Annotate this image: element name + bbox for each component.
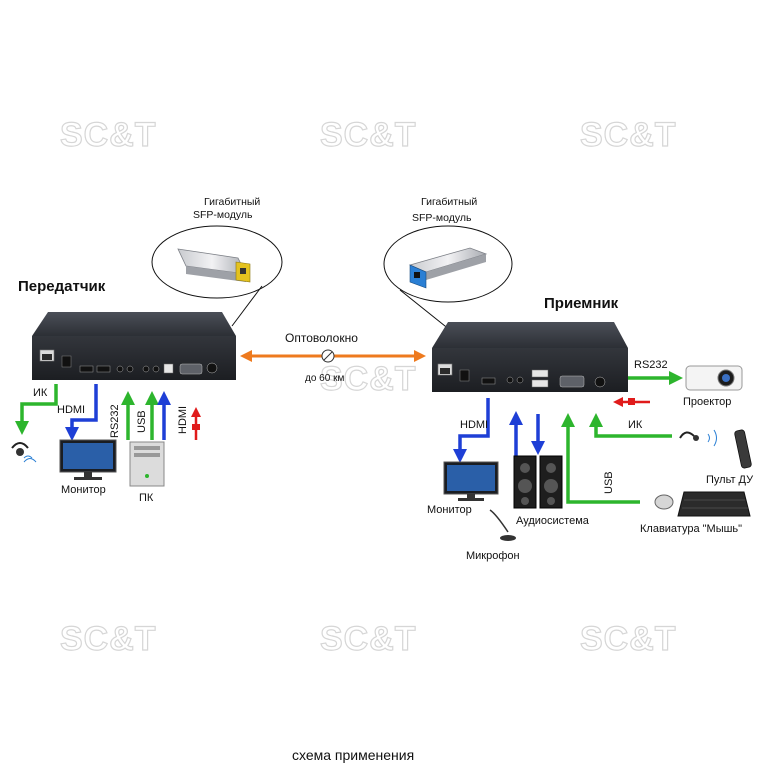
tx-red-plug-icon — [192, 424, 200, 430]
watermarks: SC&T SC&T SC&T SC&T SC&T SC&T SC&T — [59, 115, 677, 658]
remote-label: Пульт ДУ — [706, 474, 754, 486]
rx-monitor: Монитор — [427, 461, 499, 516]
rx-hdmi-port — [481, 377, 496, 385]
speakers: Аудиосистема — [513, 455, 590, 527]
tx-hdmi-in-label: HDMI — [177, 406, 189, 434]
watermark-text: SC&T — [580, 620, 677, 658]
rx-audio-jack — [516, 376, 524, 384]
transmitter-device — [32, 312, 236, 380]
tx-rs232-port — [179, 363, 203, 375]
tx-hdmi-port — [96, 365, 111, 373]
tx-hdmi-out-label: HDMI — [57, 404, 85, 416]
sfp-module-left: Гигабитный SFP-модуль — [151, 196, 283, 327]
tx-audio-jack — [142, 365, 150, 373]
projector: Проектор — [683, 365, 743, 408]
rx-usb-port — [531, 379, 549, 388]
tx-rs232-label: RS232 — [109, 404, 121, 438]
sfp-right-pointer — [399, 289, 451, 331]
rx-monitor-label: Монитор — [427, 504, 472, 516]
watermark-text: SC&T — [320, 116, 417, 154]
rx-power-jack — [594, 376, 606, 388]
sfp-left-pointer — [231, 285, 263, 327]
fiber-distance: до 60 км — [305, 373, 344, 384]
sfp-right-line1: Гигабитный — [421, 196, 477, 208]
sfp-left-callout-circle — [151, 225, 283, 299]
transmitter-links: ИК HDMI RS232 USB HDMI — [14, 384, 201, 441]
rx-rs232-port — [559, 375, 585, 388]
sfp-right-callout-circle — [383, 225, 513, 303]
tx-hdmi-out-arrow — [65, 384, 98, 441]
tx-audio-jack — [116, 365, 124, 373]
fiber-label: Оптоволокно — [285, 331, 358, 345]
keyboard-mouse-label: Клавиатура "Мышь" — [640, 523, 742, 535]
tx-hdmi-port — [79, 365, 94, 373]
rx-red-plug-icon — [628, 398, 635, 405]
tx-audio-jack — [126, 365, 134, 373]
rx-ir-label: ИК — [628, 419, 643, 431]
rx-rs232-label: RS232 — [634, 359, 668, 371]
rx-usb-label: USB — [603, 471, 615, 494]
receiver-title: Приемник — [544, 295, 619, 312]
rx-ir-sensor-icon — [679, 431, 695, 439]
rx-usb-port — [531, 369, 549, 378]
ir-sensor — [11, 442, 37, 463]
pc: ПК — [129, 441, 165, 504]
microphone-label: Микрофон — [466, 550, 520, 562]
keyboard-icon — [677, 491, 751, 517]
tx-ir-label: ИК — [33, 387, 48, 399]
rx-usb-arrow — [561, 413, 640, 504]
receiver-device — [432, 322, 628, 392]
tx-monitor-label: Монитор — [61, 484, 106, 496]
sfp-left-icon — [177, 248, 251, 283]
rx-ir-arrow — [589, 413, 672, 438]
sfp-left-line2: SFP-модуль — [193, 209, 253, 221]
pc-label: ПК — [139, 492, 154, 504]
watermark-text: SC&T — [60, 116, 157, 154]
mouse-icon — [654, 494, 674, 510]
sfp-module-right: Гигабитный SFP-модуль — [383, 196, 513, 331]
watermark-text: SC&T — [320, 360, 417, 398]
tx-audio-jack — [152, 365, 160, 373]
ir-sensor-icon — [11, 442, 29, 449]
tx-ir-arrow — [14, 384, 58, 435]
fiber-link: Оптоволокно до 60 км — [240, 331, 426, 384]
sfp-left-line1: Гигабитный — [204, 196, 260, 208]
rx-ir-wave-icon — [707, 429, 717, 447]
tx-sfp-slot — [61, 355, 72, 368]
rx-audio-jack — [506, 376, 514, 384]
sfp-right-icon — [408, 247, 488, 289]
rx-sfp-slot — [459, 369, 470, 382]
caption: схема применения — [292, 747, 414, 763]
rx-hdmi-arrow — [453, 398, 490, 463]
tx-monitor: Монитор — [59, 439, 117, 496]
tx-usb-label: USB — [136, 410, 148, 433]
watermark-text: SC&T — [320, 620, 417, 658]
microphone-icon — [489, 509, 509, 533]
remote-control: Пульт ДУ — [679, 429, 754, 486]
watermark-text: SC&T — [580, 116, 677, 154]
watermark-text: SC&T — [60, 620, 157, 658]
rx-hdmi-label: HDMI — [460, 419, 488, 431]
transmitter-title: Передатчик — [18, 278, 106, 295]
remote-icon — [734, 429, 752, 469]
tx-power-jack — [206, 362, 218, 374]
projector-label: Проектор — [683, 396, 731, 408]
speakers-label: Аудиосистема — [516, 515, 590, 527]
ir-wave-icon — [23, 455, 37, 463]
sfp-right-line2: SFP-модуль — [412, 212, 472, 224]
tx-usb-port — [163, 363, 174, 374]
keyboard-mouse: Клавиатура "Мышь" — [640, 491, 751, 535]
receiver-links: RS232 HDMI ИК USB — [453, 359, 683, 504]
microphone: Микрофон — [466, 509, 520, 562]
